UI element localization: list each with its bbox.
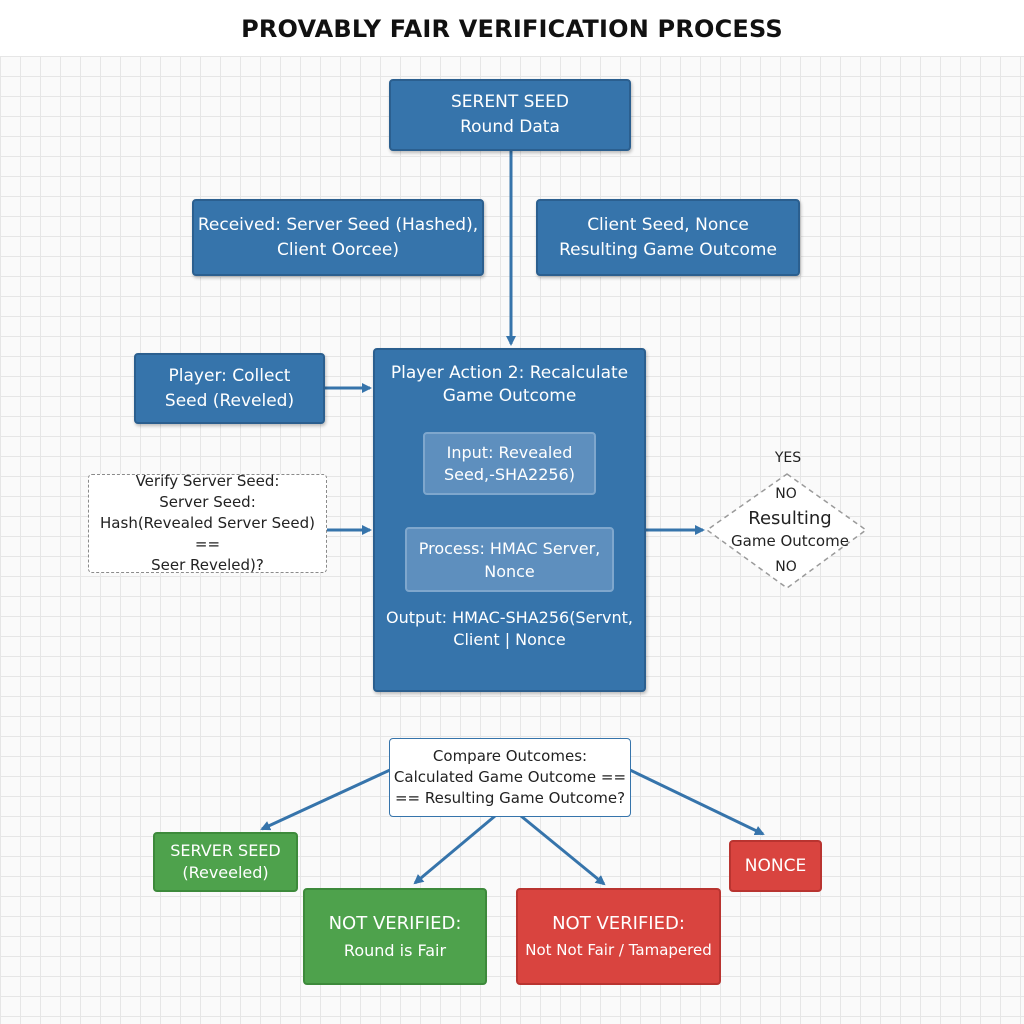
server-seed-revealed-box: SERVER SEED (Reveeled) <box>153 832 298 892</box>
process-box-line2: Nonce <box>484 561 535 581</box>
collect-box-line2: Seed (Reveled) <box>164 390 295 411</box>
decision-no-bottom-label: NO <box>775 559 797 575</box>
compare-outcomes-box: Compare Outcomes: Calculated Game Outcom… <box>389 738 631 817</box>
decision-diamond <box>705 473 868 589</box>
decision-label-line1: Resulting <box>748 508 832 529</box>
seed-box-line2: Round Data <box>460 117 560 137</box>
arrow-compare-to-nonce <box>629 768 765 836</box>
server-seed-round-data-box: SERENT SEED Round Data <box>389 79 631 151</box>
verify-box-line1: Verify Server Seed: <box>135 472 280 490</box>
compare-box-line2: Calculated Game Outcome == <box>393 768 627 786</box>
not-verified-tampered-box: NOT VERIFIED: Not Not Fair / Tamapered <box>516 888 721 985</box>
collect-box-line1: Player: Collect <box>168 365 291 386</box>
green-result-line2: Round is Fair <box>343 941 447 960</box>
output-line1: Output: HMAC-SHA256(Servnt, <box>386 608 633 627</box>
process-box-line1: Process: HMAC Server, <box>418 538 601 558</box>
recalculate-title: Player Action 2: Recalculate Game Outcom… <box>375 362 644 408</box>
recalculate-title-line1: Player Action 2: Recalculate <box>390 363 629 383</box>
verify-box-line3: Hash(Revealed Server Seed) == <box>100 514 315 553</box>
input-box-line2: Seed,-SHA2256) <box>444 464 575 484</box>
nonce-box: NONCE <box>729 840 822 892</box>
client-seed-box-line1: Client Seed, Nonce <box>587 214 749 235</box>
input-box-line1: Input: Revealed <box>446 442 573 462</box>
output-line2: Client | Nonce <box>453 630 566 649</box>
seed-box-line1: SERENT SEED <box>451 92 569 112</box>
recalculate-title-line2: Game Outcome <box>442 386 577 406</box>
nonce-label: NONCE <box>744 855 807 876</box>
decision-no-top-label: NO <box>775 486 797 502</box>
diagram-title: PROVABLY FAIR VERIFICATION PROCESS <box>0 0 1024 58</box>
not-verified-round-fair-box: NOT VERIFIED: Round is Fair <box>303 888 487 985</box>
verify-box-line4: Seer Reveled)? <box>151 556 264 574</box>
arrow-compare-to-red <box>520 814 606 886</box>
decision-label-line2: Game Outcome <box>731 532 849 550</box>
client-seed-box-line2: Resulting Game Outcome <box>559 239 777 260</box>
decision-label: Resulting Game Outcome <box>722 507 858 551</box>
red-result-line1: NOT VERIFIED: <box>552 913 685 934</box>
verify-server-seed-box: Verify Server Seed: Server Seed: Hash(Re… <box>88 472 327 574</box>
red-result-line2: Not Not Fair / Tamapered <box>525 941 712 959</box>
server-seed-line1: SERVER SEED <box>170 841 281 860</box>
output-hmac-text: Output: HMAC-SHA256(Servnt, Client | Non… <box>375 607 644 651</box>
verify-box-line2: Server Seed: <box>159 493 256 511</box>
received-seed-box: Received: Server Seed (Hashed), Client O… <box>192 199 484 276</box>
client-seed-nonce-box: Client Seed, Nonce Resulting Game Outcom… <box>536 199 800 276</box>
recalculate-game-outcome-box <box>373 348 646 692</box>
player-collect-seed-box: Player: Collect Seed (Reveled) <box>134 353 325 424</box>
decision-yes-label: YES <box>774 450 802 466</box>
compare-box-line1: Compare Outcomes: <box>432 747 588 765</box>
server-seed-line2: (Reveeled) <box>182 863 269 882</box>
process-hmac-box: Process: HMAC Server, Nonce <box>405 527 614 592</box>
arrow-compare-to-server-seed <box>260 768 391 831</box>
input-revealed-seed-box: Input: Revealed Seed,-SHA2256) <box>423 432 596 495</box>
compare-box-line3: == Resulting Game Outcome? <box>394 789 626 807</box>
received-box-line2: Client Oorcee) <box>277 239 399 260</box>
received-box-line1: Received: Server Seed (Hashed), <box>197 214 479 235</box>
green-result-line1: NOT VERIFIED: <box>328 913 462 934</box>
arrow-compare-to-green <box>413 814 496 885</box>
